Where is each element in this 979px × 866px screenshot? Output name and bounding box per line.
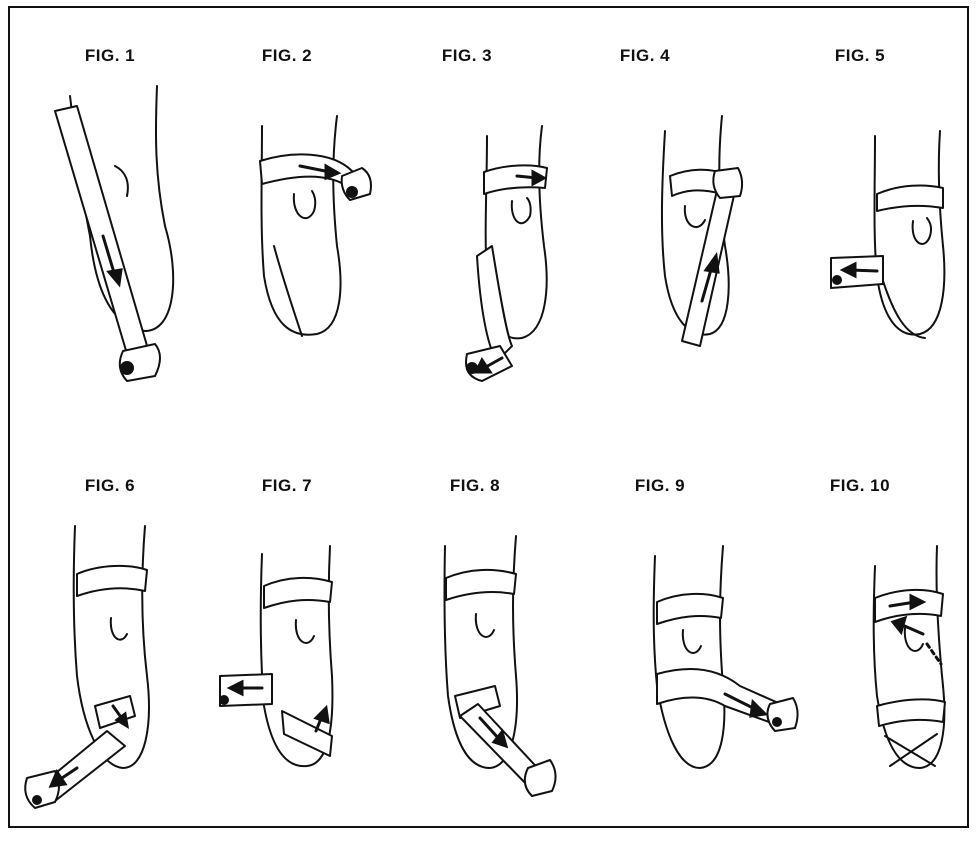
figure-panel: FIG. 1 FIG. 2 FIG. 3 (8, 6, 969, 828)
figure-label: FIG. 4 (550, 46, 740, 66)
foot-tape-illustration (380, 506, 570, 866)
figure-7: FIG. 7 (192, 476, 382, 856)
figure-3: FIG. 3 (372, 46, 562, 426)
foot-tape-illustration (565, 506, 755, 866)
foot-tape-illustration (372, 76, 562, 436)
figure-4: FIG. 4 (550, 46, 740, 426)
foot-tape-illustration (15, 76, 205, 436)
figure-9: FIG. 9 (565, 476, 755, 856)
foot-tape-illustration (550, 76, 740, 436)
figure-6: FIG. 6 (15, 476, 205, 856)
figure-5: FIG. 5 (765, 46, 955, 426)
foot-tape-illustration (15, 506, 205, 866)
figure-label: FIG. 10 (765, 476, 955, 496)
figure-8: FIG. 8 (380, 476, 570, 856)
figure-label: FIG. 9 (565, 476, 755, 496)
figure-label: FIG. 2 (192, 46, 382, 66)
figure-10: FIG. 10 (765, 476, 955, 856)
foot-tape-illustration (192, 506, 382, 866)
figure-label: FIG. 1 (15, 46, 205, 66)
figure-label: FIG. 3 (372, 46, 562, 66)
figure-label: FIG. 6 (15, 476, 205, 496)
figure-label: FIG. 5 (765, 46, 955, 66)
figure-label: FIG. 8 (380, 476, 570, 496)
figure-2: FIG. 2 (192, 46, 382, 426)
figure-label: FIG. 7 (192, 476, 382, 496)
figure-1: FIG. 1 (15, 46, 205, 426)
foot-tape-illustration (765, 76, 955, 436)
foot-tape-illustration (192, 76, 382, 436)
foot-tape-illustration (765, 506, 955, 866)
